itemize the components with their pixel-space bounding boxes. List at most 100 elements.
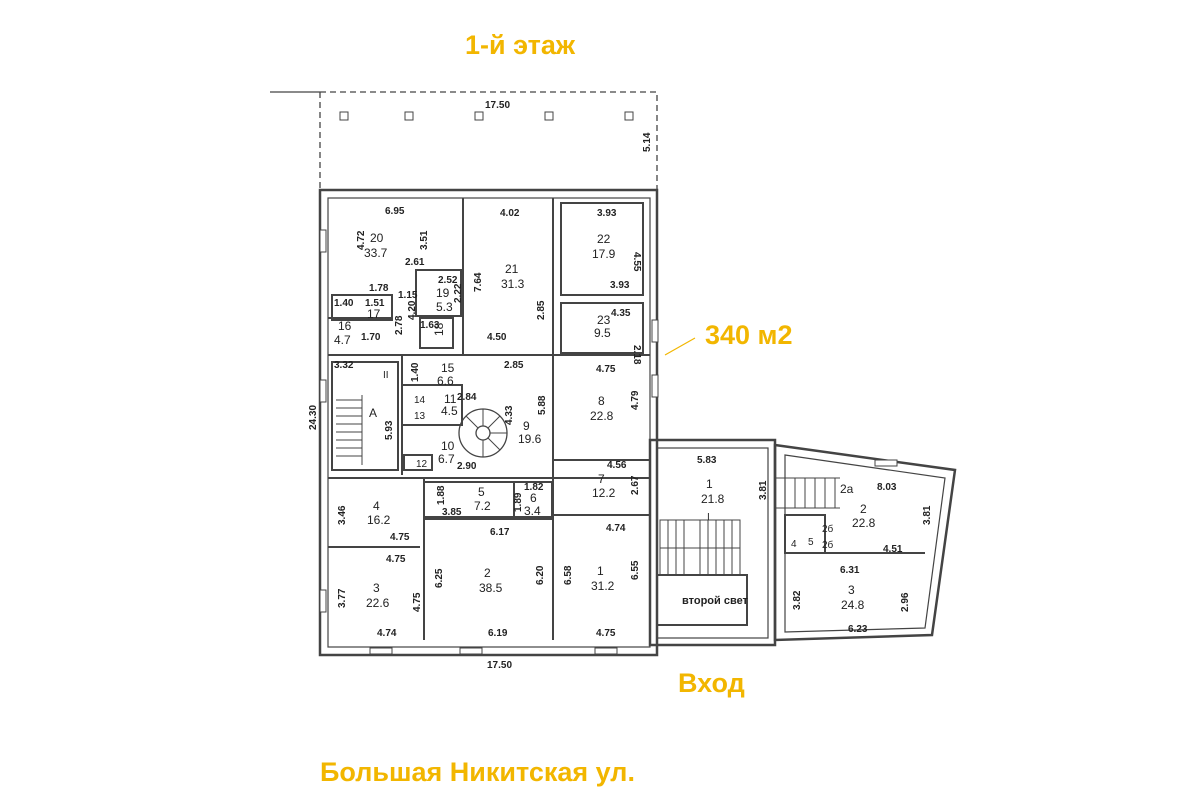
svg-text:16: 16 xyxy=(338,319,352,333)
svg-text:II: II xyxy=(383,370,389,381)
dim-top-width: 17.50 xyxy=(485,100,510,111)
svg-text:1.51: 1.51 xyxy=(365,298,385,309)
svg-text:A: A xyxy=(369,406,377,420)
hall-outline xyxy=(648,438,777,647)
svg-text:4.5: 4.5 xyxy=(441,404,458,418)
floor-title: 1-й этаж xyxy=(464,30,576,60)
svg-text:12: 12 xyxy=(416,459,428,470)
svg-text:1.63: 1.63 xyxy=(420,320,440,331)
svg-text:3.51: 3.51 xyxy=(419,230,430,250)
svg-text:2.61: 2.61 xyxy=(405,257,425,268)
svg-text:1.78: 1.78 xyxy=(369,283,389,294)
svg-text:5.93: 5.93 xyxy=(384,420,395,440)
hall-inner xyxy=(656,447,769,639)
svg-text:1.40: 1.40 xyxy=(334,298,354,309)
stair-a-steps xyxy=(336,395,363,465)
svg-text:4.55: 4.55 xyxy=(631,252,642,272)
svg-text:22.8: 22.8 xyxy=(590,409,614,423)
total-area: 340 м2 xyxy=(705,320,793,350)
svg-text:3: 3 xyxy=(373,581,380,595)
room-labels: 20 33.7 21 31.3 22 17.9 23 9.5 19 5.3 17… xyxy=(334,231,876,612)
svg-text:3.93: 3.93 xyxy=(610,280,630,291)
room-17-box xyxy=(331,294,393,321)
svg-text:17.9: 17.9 xyxy=(592,247,616,261)
svg-text:7.64: 7.64 xyxy=(473,272,484,292)
svg-text:6.17: 6.17 xyxy=(490,527,510,538)
room-18-box xyxy=(419,317,454,349)
bath-box xyxy=(784,514,826,554)
svg-text:1.40: 1.40 xyxy=(410,362,421,382)
entrance-label: Вход xyxy=(678,668,745,698)
svg-text:4.7: 4.7 xyxy=(334,333,351,347)
svg-text:3.81: 3.81 xyxy=(758,480,769,500)
room-12-box xyxy=(403,454,433,471)
svg-text:4.51: 4.51 xyxy=(883,544,903,555)
svg-text:6: 6 xyxy=(530,491,537,505)
svg-text:4.56: 4.56 xyxy=(607,460,627,471)
street-name: Большая Никитская ул. xyxy=(320,757,635,787)
svg-text:9.5: 9.5 xyxy=(594,326,611,340)
svg-text:4.75: 4.75 xyxy=(596,364,616,375)
terrace-outline xyxy=(320,91,658,190)
svg-text:12.2: 12.2 xyxy=(592,486,616,500)
svg-text:3.82: 3.82 xyxy=(792,590,803,610)
svg-text:22.8: 22.8 xyxy=(852,516,876,530)
svg-text:6.95: 6.95 xyxy=(385,206,405,217)
svg-text:3.32: 3.32 xyxy=(334,360,354,371)
svg-text:1.89: 1.89 xyxy=(513,492,524,512)
walls xyxy=(270,91,659,657)
svg-text:4.72: 4.72 xyxy=(356,230,367,250)
svg-text:4.02: 4.02 xyxy=(500,208,520,219)
room-num: 20 xyxy=(370,231,384,245)
svg-text:3.46: 3.46 xyxy=(337,505,348,525)
svg-text:19.6: 19.6 xyxy=(518,432,542,446)
main-stairs xyxy=(659,477,840,576)
svg-text:22: 22 xyxy=(597,232,611,246)
svg-text:8: 8 xyxy=(598,394,605,408)
svg-text:3.4: 3.4 xyxy=(524,504,541,518)
area-leader-line xyxy=(664,337,696,356)
svg-text:4: 4 xyxy=(373,499,380,513)
svg-text:5.88: 5.88 xyxy=(537,395,548,415)
svg-text:2: 2 xyxy=(484,566,491,580)
svg-text:2.22: 2.22 xyxy=(453,283,464,303)
second-light-label: второй свет xyxy=(682,595,749,607)
svg-text:4.75: 4.75 xyxy=(412,592,423,612)
svg-text:22.6: 22.6 xyxy=(366,596,390,610)
svg-text:21: 21 xyxy=(505,262,519,276)
svg-text:5: 5 xyxy=(478,485,485,499)
svg-text:2б: 2б xyxy=(822,523,834,535)
svg-text:4.79: 4.79 xyxy=(630,390,641,410)
svg-text:2.18: 2.18 xyxy=(631,345,642,365)
svg-text:3.85: 3.85 xyxy=(442,507,462,518)
svg-text:11: 11 xyxy=(444,392,457,406)
svg-text:5: 5 xyxy=(808,537,814,548)
svg-text:2.90: 2.90 xyxy=(457,461,477,472)
svg-text:2a: 2a xyxy=(840,482,854,496)
svg-text:6.20: 6.20 xyxy=(535,565,546,585)
svg-text:21.8: 21.8 xyxy=(701,492,725,506)
svg-text:2б: 2б xyxy=(822,539,834,551)
svg-text:6.6: 6.6 xyxy=(437,374,454,388)
svg-text:1.88: 1.88 xyxy=(436,485,447,505)
svg-text:6.31: 6.31 xyxy=(840,565,860,576)
dimension-labels: 17.50 5.14 6.95 4.02 3.93 4.55 3.93 4.72… xyxy=(308,100,933,671)
svg-text:6.7: 6.7 xyxy=(438,452,455,466)
svg-text:4.50: 4.50 xyxy=(487,332,507,343)
right-wing xyxy=(648,438,957,647)
stair-a-box xyxy=(331,361,399,471)
main-outline xyxy=(318,188,659,657)
svg-text:3.93: 3.93 xyxy=(597,208,617,219)
svg-text:38.5: 38.5 xyxy=(479,581,503,595)
svg-text:1.15: 1.15 xyxy=(398,290,418,301)
svg-text:3.81: 3.81 xyxy=(922,505,933,525)
spiral-stair-inner xyxy=(475,425,491,441)
svg-text:4.20: 4.20 xyxy=(407,300,418,320)
svg-text:19: 19 xyxy=(436,286,450,300)
svg-text:I: I xyxy=(707,512,710,523)
svg-text:13: 13 xyxy=(414,411,426,422)
svg-text:6.23: 6.23 xyxy=(848,624,868,635)
svg-text:31.3: 31.3 xyxy=(501,277,525,291)
svg-text:24.30: 24.30 xyxy=(308,405,319,430)
